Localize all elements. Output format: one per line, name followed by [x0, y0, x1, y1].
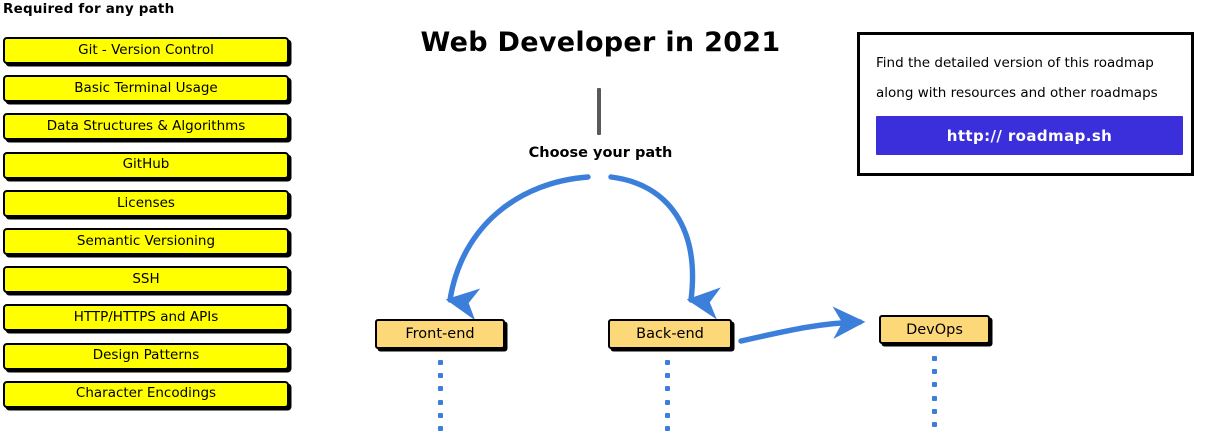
required-topic-http-https-apis[interactable]: HTTP/HTTPS and APIs — [3, 304, 289, 332]
dotted-trail-frontend — [438, 360, 443, 439]
required-topic-character-encodings[interactable]: Character Encodings — [3, 380, 289, 408]
required-topic-basic-terminal-usage[interactable]: Basic Terminal Usage — [3, 75, 289, 103]
path-node-label: Back-end — [636, 326, 704, 342]
roadmap-info-box: Find the detailed version of this roadma… — [857, 32, 1194, 176]
required-topic-github[interactable]: GitHub — [3, 151, 289, 179]
arrow-to-frontend — [445, 174, 591, 321]
required-topic-label: Basic Terminal Usage — [74, 79, 218, 96]
required-topic-label: SSH — [132, 270, 160, 287]
choose-your-path-label: Choose your path — [528, 145, 673, 161]
required-topic-semantic-versioning[interactable]: Semantic Versioning — [3, 227, 289, 255]
path-node-backend[interactable]: Back-end — [608, 319, 732, 349]
path-node-label: DevOps — [906, 321, 963, 338]
required-topic-label: Licenses — [117, 194, 175, 211]
required-topic-ssh[interactable]: SSH — [3, 266, 289, 294]
dotted-trail-devops — [932, 356, 937, 435]
required-topic-label: HTTP/HTTPS and APIs — [73, 309, 219, 326]
required-topic-label: Git - Version Control — [78, 41, 214, 58]
required-topic-git[interactable]: Git - Version Control — [3, 37, 289, 64]
required-topic-label: Semantic Versioning — [76, 232, 216, 249]
page-title: Web Developer in 2021 — [420, 27, 781, 58]
arrow-backend-to-devops — [738, 306, 866, 344]
required-section-header: Required for any path — [3, 1, 175, 17]
required-topic-licenses[interactable]: Licenses — [3, 189, 289, 217]
title-stem-connector — [597, 88, 601, 135]
info-text-line-1: Find the detailed version of this roadma… — [876, 55, 1154, 71]
path-node-devops[interactable]: DevOps — [879, 315, 990, 344]
info-text-line-2: along with resources and other roadmaps — [876, 85, 1158, 101]
required-topics-list: Git - Version Control Basic Terminal Usa… — [3, 37, 289, 419]
roadmap-link-label: http:// roadmap.sh — [946, 126, 1113, 145]
required-topic-label: GitHub — [122, 156, 170, 173]
dotted-trail-backend — [665, 360, 670, 439]
path-node-frontend[interactable]: Front-end — [375, 319, 505, 349]
path-node-label: Front-end — [405, 326, 475, 342]
roadmap-link-button[interactable]: http:// roadmap.sh — [876, 116, 1183, 155]
required-topic-data-structures-algorithms[interactable]: Data Structures & Algorithms — [3, 113, 289, 141]
required-topic-design-patterns[interactable]: Design Patterns — [3, 342, 289, 370]
arrow-to-backend — [608, 174, 721, 320]
required-topic-label: Design Patterns — [92, 347, 200, 364]
required-topic-label: Data Structures & Algorithms — [46, 118, 246, 135]
required-topic-label: Character Encodings — [75, 385, 217, 402]
